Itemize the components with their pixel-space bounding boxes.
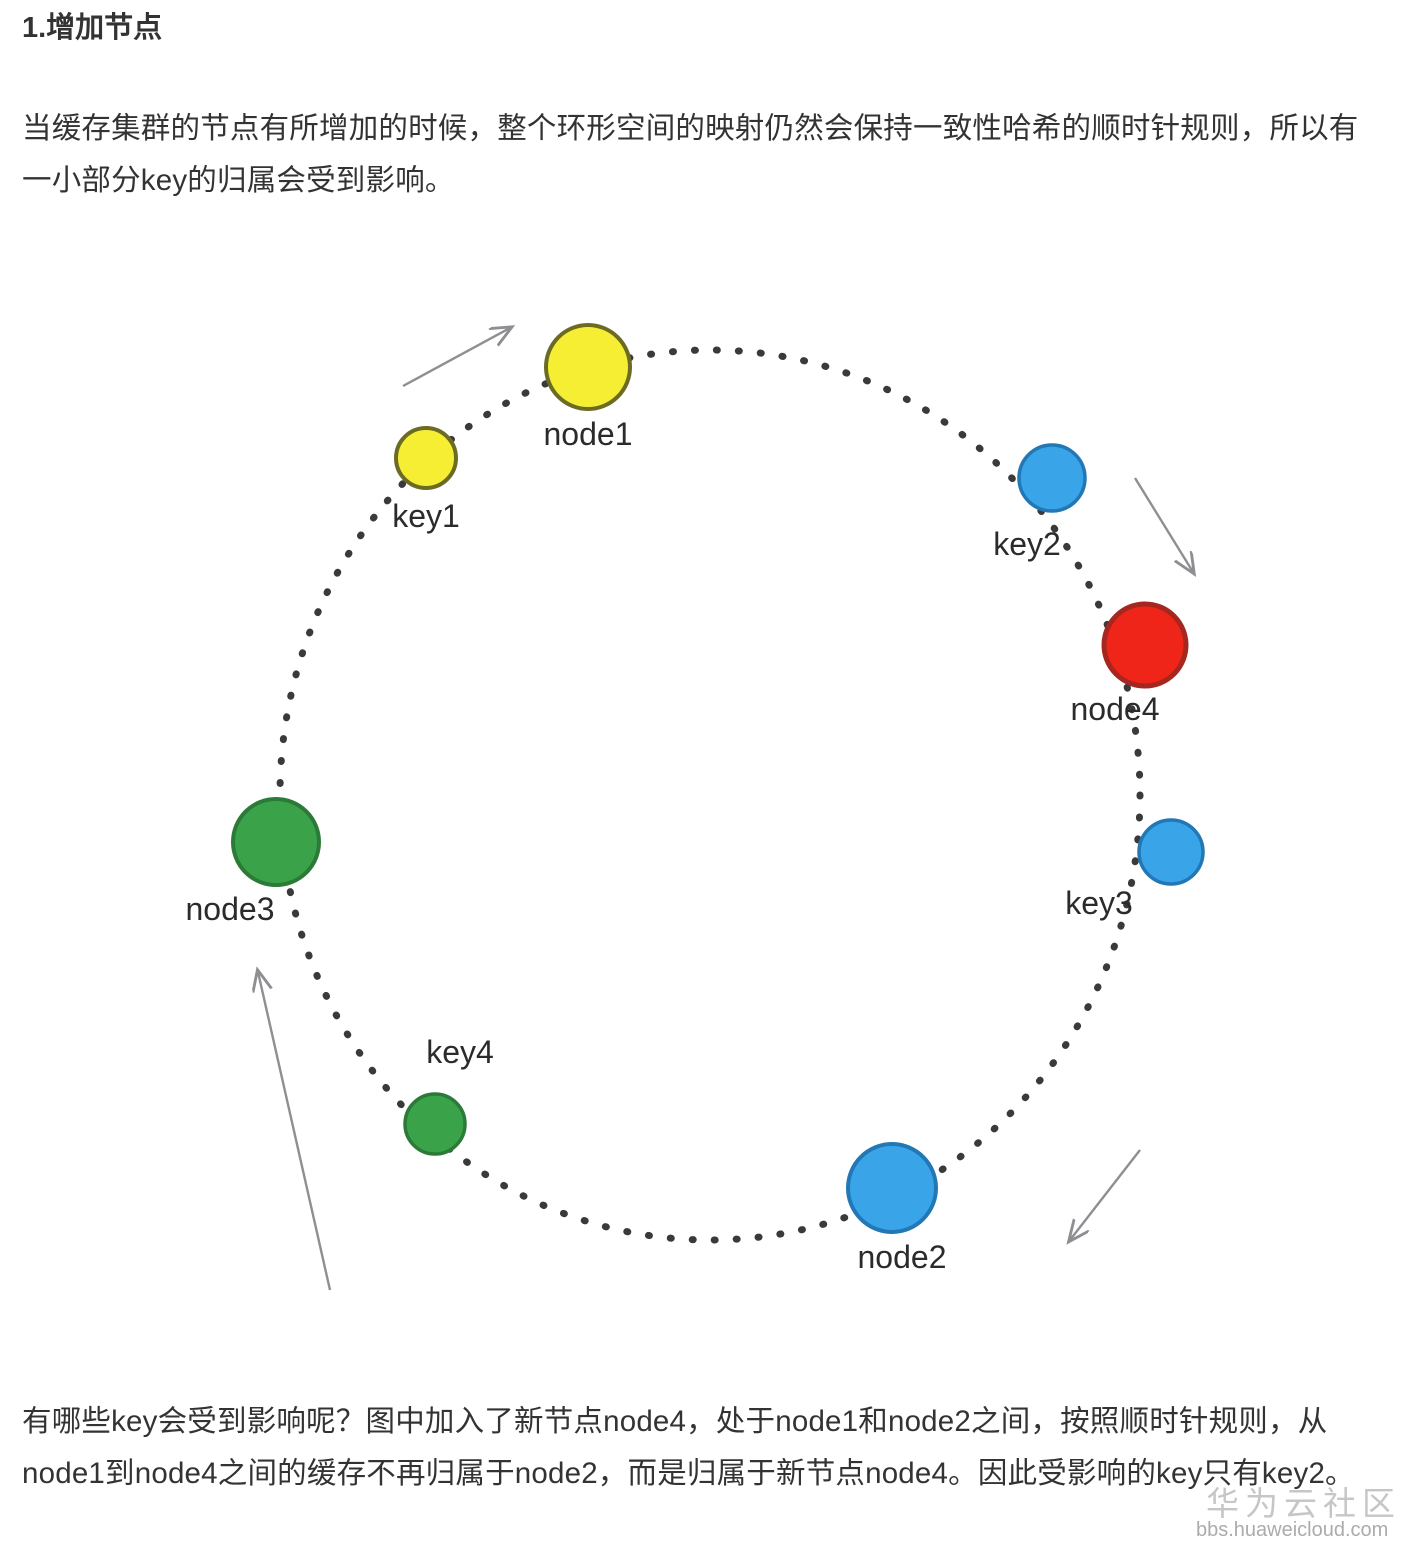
node4-circle xyxy=(1101,601,1189,689)
ring-point-key4: key4 xyxy=(403,1034,494,1156)
node2-circle xyxy=(846,1142,938,1234)
key3-circle xyxy=(1137,818,1205,886)
ring-point-key3: key3 xyxy=(1065,818,1205,921)
node3-circle xyxy=(231,797,321,887)
key3-label: key3 xyxy=(1065,885,1133,921)
ring-point-key1: key1 xyxy=(392,426,460,534)
explanation-paragraph: 有哪些key会受到影响呢？图中加入了新节点node4，处于node1和node2… xyxy=(22,1405,1355,1490)
key4-circle xyxy=(403,1092,467,1156)
clockwise-arrow-top-left-icon xyxy=(402,328,510,388)
consistent-hashing-ring-diagram: node1 key1 key2 node4 key3 xyxy=(140,290,1280,1320)
key4-label: key4 xyxy=(426,1034,494,1070)
clockwise-arrow-top-right-icon xyxy=(1133,477,1193,572)
ring-svg: node1 key1 key2 node4 key3 xyxy=(186,323,1205,1291)
ring-point-node2: node2 xyxy=(846,1142,947,1275)
key1-circle xyxy=(394,426,458,490)
node1-circle xyxy=(544,323,632,411)
ring-point-node4: node4 xyxy=(1071,601,1189,727)
key1-label: key1 xyxy=(392,498,460,534)
clockwise-arrow-bottom-left-icon xyxy=(258,972,332,1291)
node3-label: node3 xyxy=(186,891,275,927)
intro-paragraph: 当缓存集群的节点有所增加的时候，整个环形空间的映射仍然会保持一致性哈希的顺时针规… xyxy=(22,112,1359,197)
hash-ring-circle xyxy=(276,346,1144,1244)
ring-point-key2: key2 xyxy=(993,443,1087,562)
ring-point-node3: node3 xyxy=(186,797,321,927)
key2-label: key2 xyxy=(993,526,1061,562)
page-title: 1.增加节点 xyxy=(22,12,163,44)
watermark-url: bbs.huaweicloud.com xyxy=(1196,1519,1389,1541)
clockwise-arrow-bottom-right-icon xyxy=(1070,1149,1141,1240)
node1-label: node1 xyxy=(544,416,633,452)
key2-circle xyxy=(1017,443,1087,513)
ring-point-node1: node1 xyxy=(544,323,633,452)
node2-label: node2 xyxy=(858,1239,947,1275)
node4-label: node4 xyxy=(1071,691,1160,727)
